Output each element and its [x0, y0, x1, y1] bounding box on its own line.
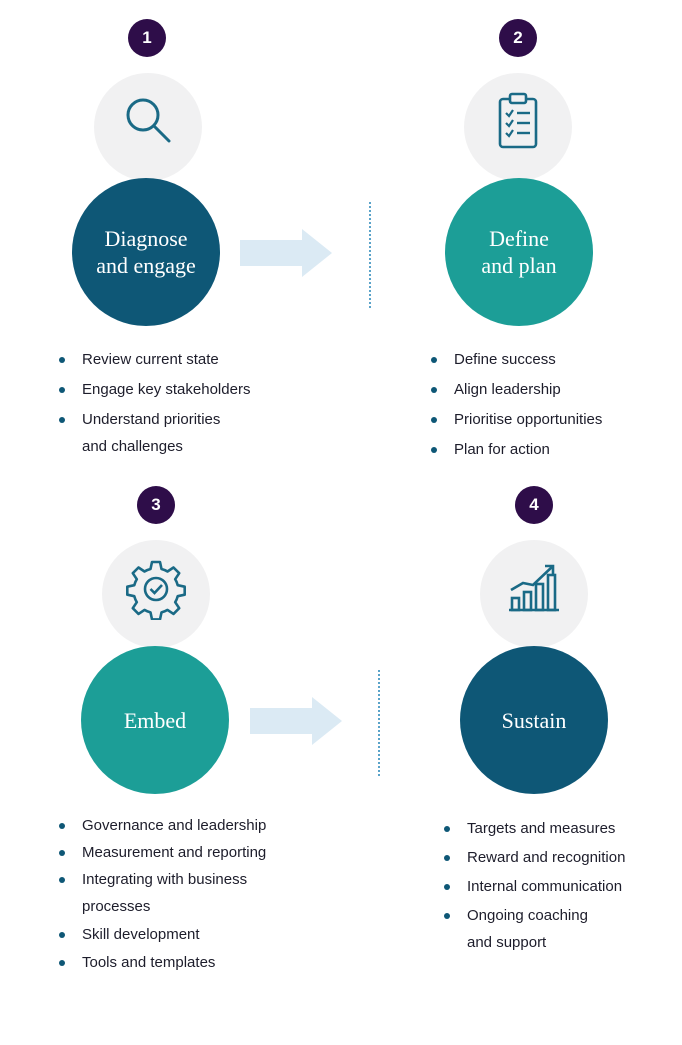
list-item: Reward and recognition — [441, 844, 625, 871]
step-4-icon-circle — [480, 540, 588, 648]
list-item: Tools and templates — [56, 949, 266, 976]
step-2-list: Define success Align leadership Prioriti… — [428, 346, 602, 463]
magnifier-icon — [126, 98, 171, 143]
step-3-to-4-arrow — [250, 697, 342, 745]
step-1-to-2-arrow — [240, 229, 332, 277]
list-item: Integrating with business processes — [56, 866, 266, 920]
list-item: Engage key stakeholders — [56, 376, 250, 403]
step-3-list: Governance and leadership Measurement an… — [56, 812, 266, 976]
list-item: Governance and leadership — [56, 812, 266, 839]
list-item: Review current state — [56, 346, 250, 373]
list-item: Prioritise opportunities — [428, 406, 602, 433]
list-item: Skill development — [56, 921, 266, 948]
list-item: Understand priorities and challenges — [56, 406, 250, 460]
list-item: Define success — [428, 346, 602, 373]
row-2-dotted-divider — [378, 670, 380, 776]
step-2-number-badge: 2 — [499, 19, 537, 57]
step-2-circle: Define and plan — [445, 178, 593, 326]
step-3-icon-circle — [102, 540, 210, 648]
step-3-number-badge: 3 — [137, 486, 175, 524]
step-2-title: Define and plan — [481, 226, 557, 278]
growth-chart-icon — [509, 564, 559, 612]
list-item: Align leadership — [428, 376, 602, 403]
step-1-icon-circle — [94, 73, 202, 181]
step-1-list: Review current state Engage key stakehol… — [56, 346, 250, 460]
step-4-list: Targets and measures Reward and recognit… — [441, 815, 625, 956]
step-3-circle: Embed — [81, 646, 229, 794]
list-item: Measurement and reporting — [56, 839, 266, 866]
step-1-number-badge: 1 — [128, 19, 166, 57]
step-4-number-badge: 4 — [515, 486, 553, 524]
gear-check-icon — [126, 560, 186, 620]
list-item: Ongoing coaching and support — [441, 902, 625, 956]
row-1-dotted-divider — [369, 202, 371, 308]
step-4-title: Sustain — [501, 707, 567, 733]
clipboard-checklist-icon — [498, 92, 538, 149]
list-item: Targets and measures — [441, 815, 625, 842]
step-1-circle: Diagnose and engage — [72, 178, 220, 326]
step-3-title: Embed — [123, 707, 187, 733]
list-item: Plan for action — [428, 436, 602, 463]
list-item: Internal communication — [441, 873, 625, 900]
step-1-title: Diagnose and engage — [96, 226, 196, 278]
step-4-circle: Sustain — [460, 646, 608, 794]
step-2-icon-circle — [464, 73, 572, 181]
